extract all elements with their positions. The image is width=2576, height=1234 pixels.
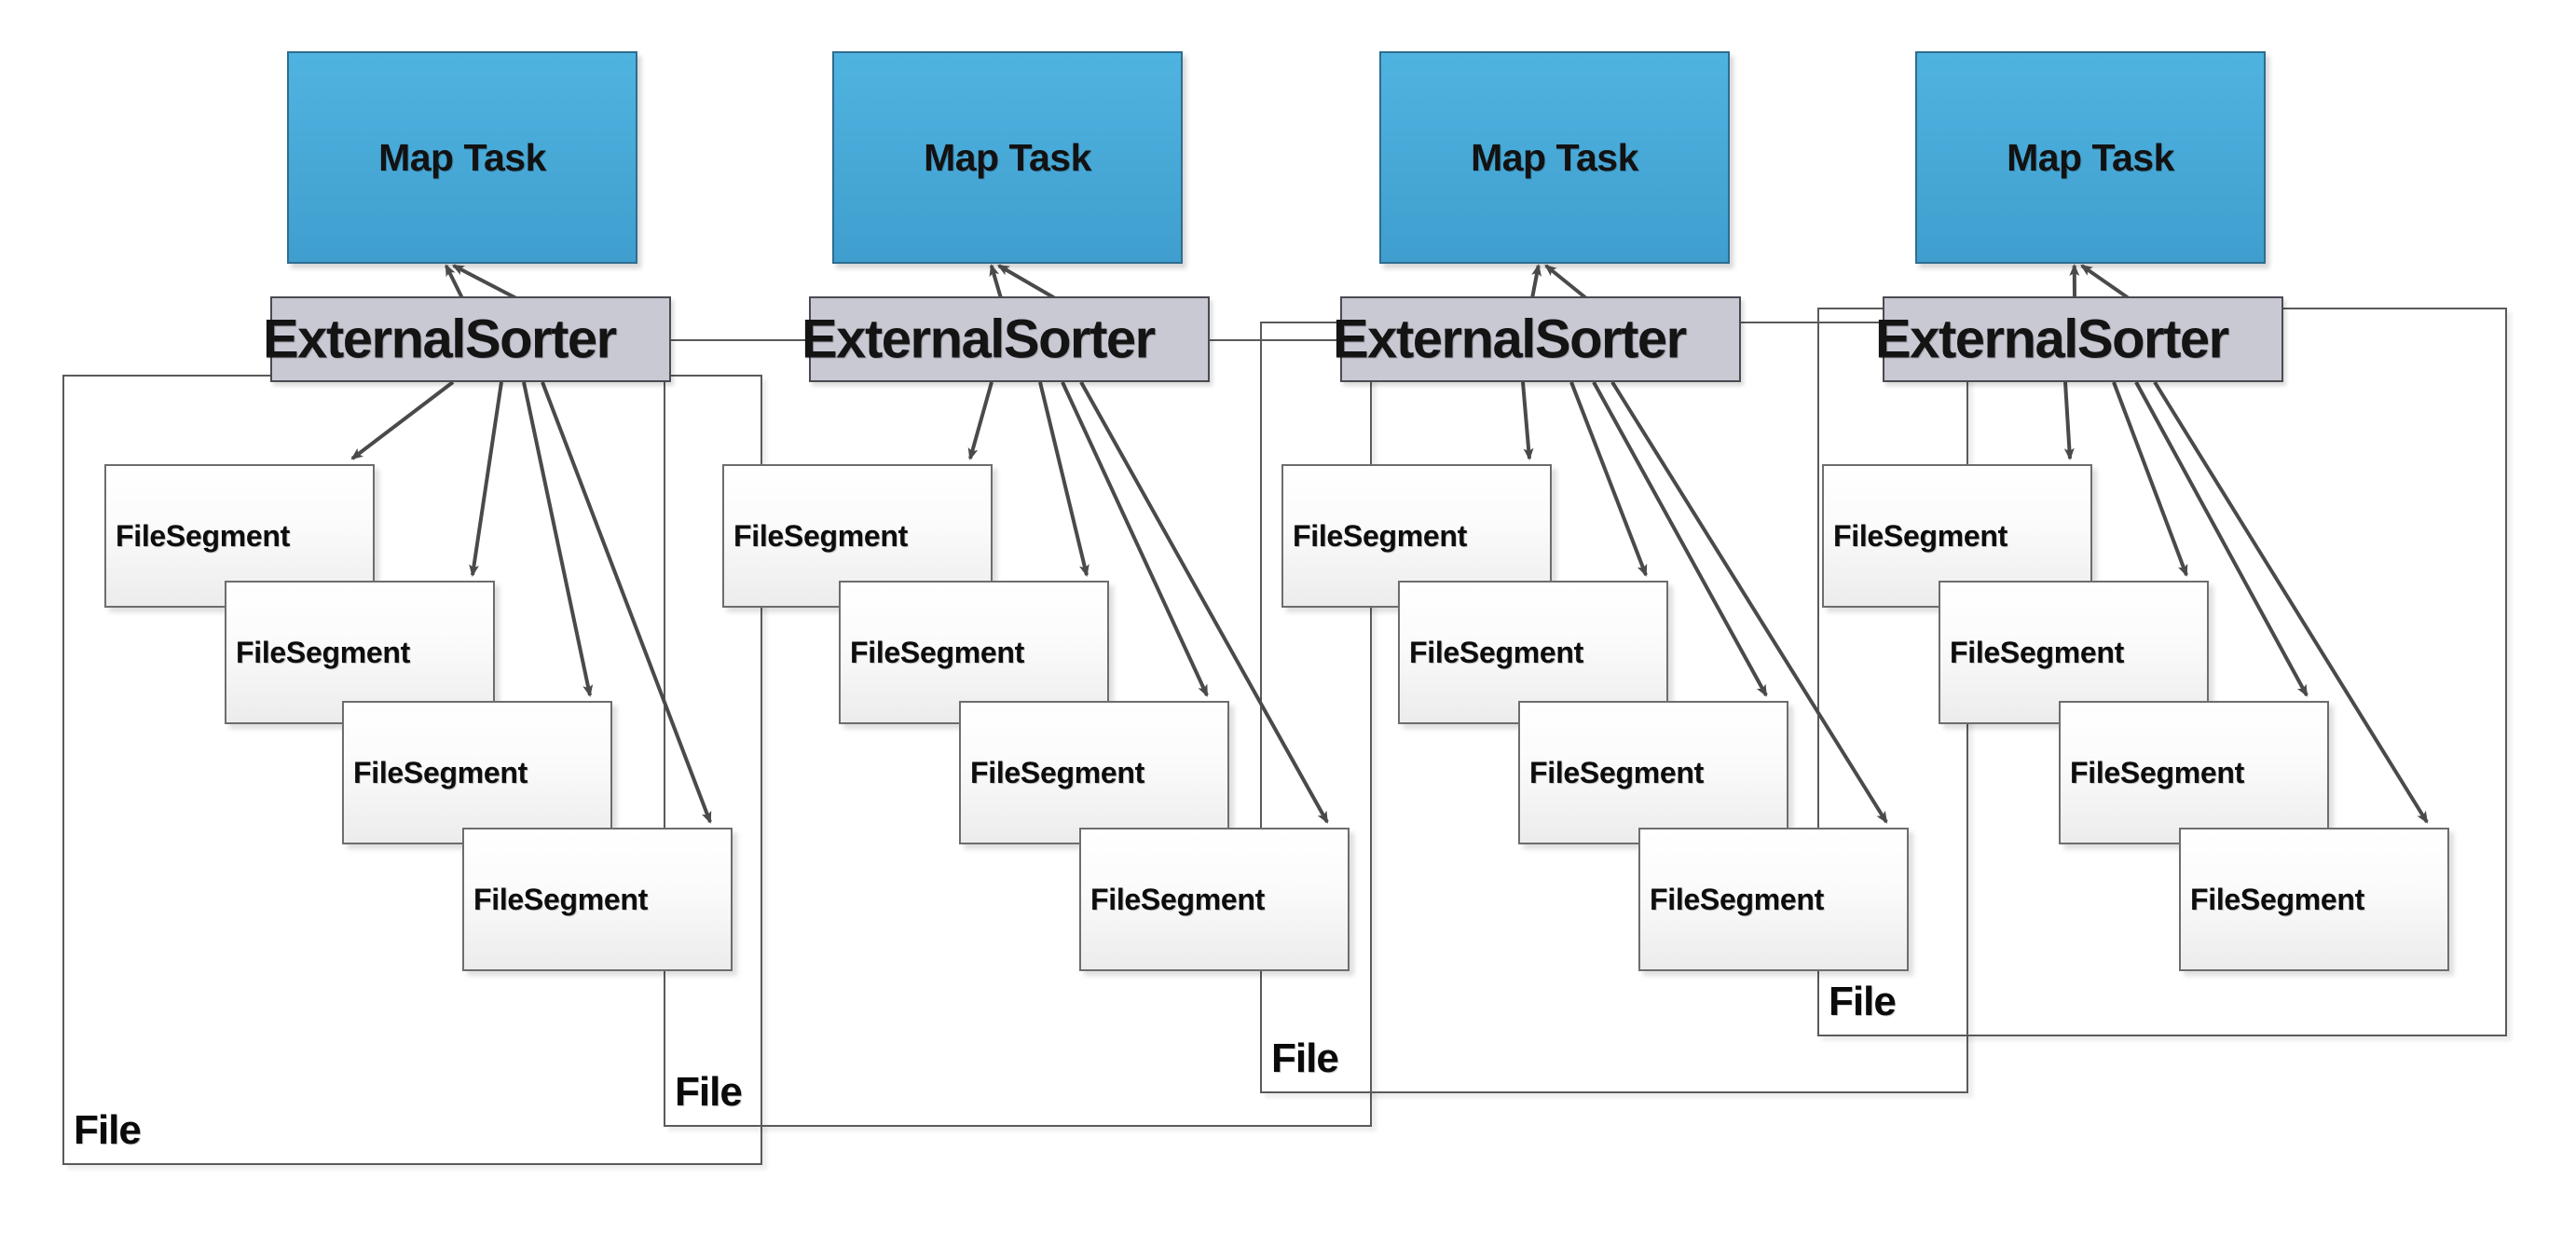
file-segment-label: FileSegment xyxy=(1409,635,1583,669)
map-task-label: Map Task xyxy=(378,135,546,179)
file-segment-label: FileSegment xyxy=(1650,882,1824,916)
map-task-4[interactable]: Map Task xyxy=(1915,51,2266,264)
file-segment-2-3[interactable]: FileSegment xyxy=(959,701,1229,844)
connector-arrow xyxy=(1530,264,1542,299)
file-segment-label: FileSegment xyxy=(850,635,1024,669)
file-segment-1-3[interactable]: FileSegment xyxy=(342,701,612,844)
file-segment-label: FileSegment xyxy=(733,518,908,553)
file-segment-1-2[interactable]: FileSegment xyxy=(225,581,495,724)
map-task-3[interactable]: Map Task xyxy=(1379,51,1730,264)
map-task-label: Map Task xyxy=(1471,135,1638,179)
file-segment-4-4[interactable]: FileSegment xyxy=(2179,828,2449,971)
connector-arrow xyxy=(989,264,1003,299)
external-sorter-label: ExternalSorter xyxy=(263,308,617,370)
file-segment-label: FileSegment xyxy=(2070,755,2244,789)
external-sorter-1[interactable]: ExternalSorter xyxy=(263,296,671,382)
external-sorter-4[interactable]: ExternalSorter xyxy=(1875,296,2283,382)
connector-arrow xyxy=(444,264,464,299)
file-label: File xyxy=(74,1107,142,1153)
external-sorter-label: ExternalSorter xyxy=(802,308,1156,370)
map-task-label: Map Task xyxy=(2007,135,2174,179)
file-segment-label: FileSegment xyxy=(970,755,1144,789)
map-task-label: Map Task xyxy=(924,135,1091,179)
connector-arrow xyxy=(996,264,1057,300)
file-segment-label: FileSegment xyxy=(1293,518,1467,553)
connector-arrow xyxy=(451,264,517,300)
file-segment-label: FileSegment xyxy=(473,882,648,916)
external-sorter-3[interactable]: ExternalSorter xyxy=(1333,296,1741,382)
file-segment-3-3[interactable]: FileSegment xyxy=(1518,701,1788,844)
external-sorter-label: ExternalSorter xyxy=(1875,308,2229,370)
file-label: File xyxy=(675,1069,743,1115)
file-segment-label: FileSegment xyxy=(353,755,528,789)
file-segment-label: FileSegment xyxy=(1833,518,2007,553)
file-segment-4-3[interactable]: FileSegment xyxy=(2059,701,2329,844)
file-segment-label: FileSegment xyxy=(2190,882,2364,916)
map-task-1[interactable]: Map Task xyxy=(287,51,637,264)
connector-arrow xyxy=(1544,264,1588,300)
map-task-2[interactable]: Map Task xyxy=(832,51,1183,264)
file-segment-label: FileSegment xyxy=(116,518,290,553)
external-sorter-2[interactable]: ExternalSorter xyxy=(802,296,1210,382)
file-label: File xyxy=(1271,1035,1339,1081)
external-sorter-label: ExternalSorter xyxy=(1333,308,1687,370)
file-segment-label: FileSegment xyxy=(1529,755,1704,789)
connector-arrow xyxy=(2080,264,2131,300)
file-segment-1-4[interactable]: FileSegment xyxy=(462,828,733,971)
file-segment-3-4[interactable]: FileSegment xyxy=(1638,828,1909,971)
file-segment-label: FileSegment xyxy=(1950,635,2124,669)
file-label: File xyxy=(1829,979,1897,1024)
file-segment-label: FileSegment xyxy=(1090,882,1265,916)
file-segment-2-4[interactable]: FileSegment xyxy=(1079,828,1350,971)
file-segment-label: FileSegment xyxy=(236,635,410,669)
